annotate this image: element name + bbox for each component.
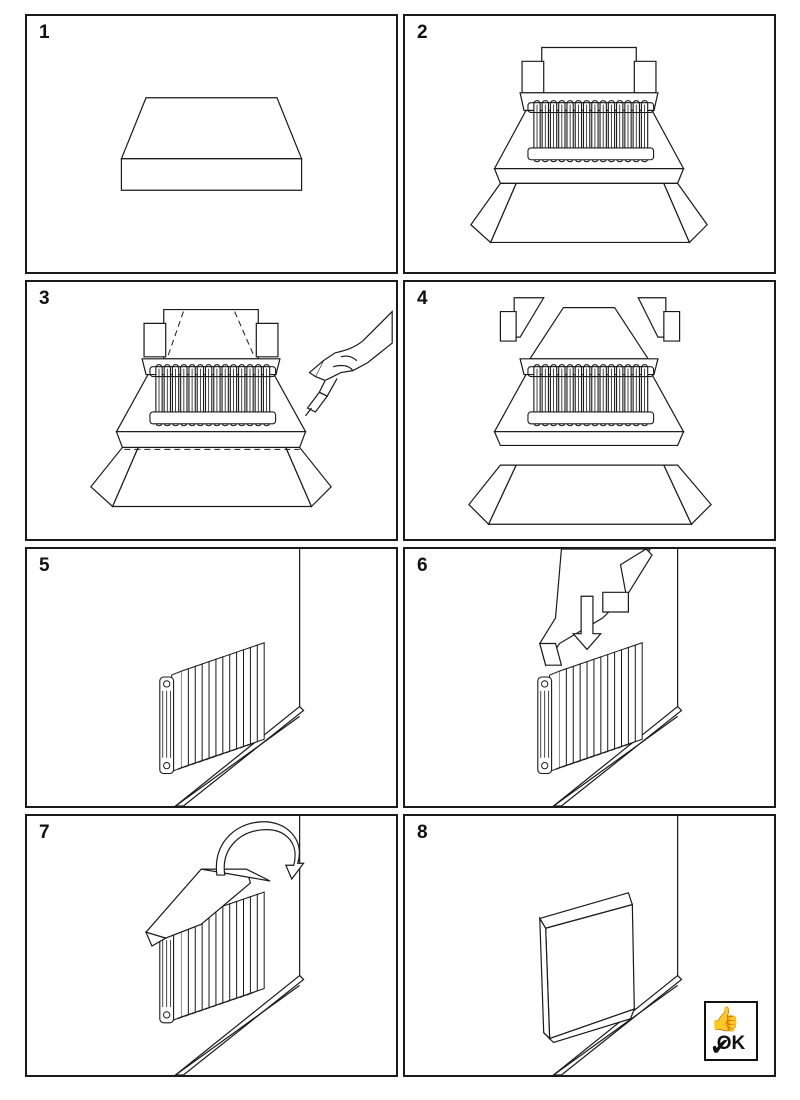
step-number: 7 (39, 822, 50, 843)
step-panel-5: 5 (25, 547, 398, 808)
opened-package-illustration (405, 16, 774, 272)
step-number: 5 (39, 555, 50, 576)
closed-package-illustration (27, 16, 396, 272)
down-arrow-icon (573, 596, 601, 649)
step-panel-2: 2 (403, 14, 776, 274)
step-panel-3: 3 (25, 280, 398, 541)
radiator-icon (538, 643, 642, 774)
radiator-icon (528, 101, 654, 162)
step-number: 3 (39, 288, 50, 309)
step-panel-8: 8 👍✔ OK (403, 814, 776, 1077)
step-panel-6: 6 (403, 547, 776, 808)
radiator-icon (150, 365, 276, 426)
radiator-protection-illustration (405, 549, 774, 806)
ok-label: OK (716, 1033, 746, 1054)
step-number: 6 (417, 555, 428, 576)
wrapped-radiator-illustration (405, 816, 774, 1075)
radiator-icon (160, 643, 264, 774)
step-number: 4 (417, 288, 428, 309)
step-number: 2 (417, 22, 428, 43)
hand-knife-icon (306, 312, 393, 416)
cutting-package-illustration (27, 282, 396, 539)
step-panel-7: 7 (25, 814, 398, 1077)
rotate-arrow-icon (216, 822, 303, 879)
thumbs-up-check-icon: 👍✔ (710, 1005, 740, 1061)
step-panel-1: 1 (25, 14, 398, 274)
separated-package-illustration (405, 282, 774, 539)
step-number: 1 (39, 22, 50, 43)
ok-badge: 👍✔ OK (704, 1001, 758, 1061)
step-number: 8 (417, 822, 428, 843)
wrapped-box-icon (540, 893, 635, 1043)
radiator-icon (160, 892, 264, 1023)
folding-protection-illustration (27, 816, 396, 1075)
radiator-icon (528, 365, 654, 426)
step-panel-4: 4 (403, 280, 776, 541)
radiator-wall-illustration (27, 549, 396, 806)
